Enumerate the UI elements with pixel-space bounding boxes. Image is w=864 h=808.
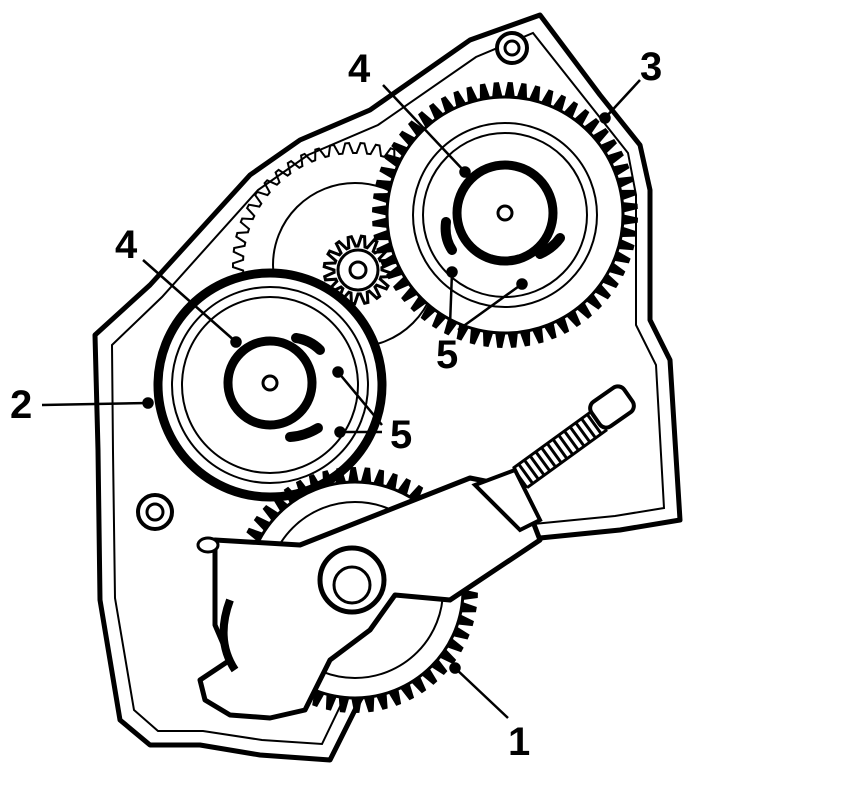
tension-spring xyxy=(511,384,636,489)
lever-arm xyxy=(196,467,543,721)
callout-4-left: 4 xyxy=(115,223,138,267)
mounting-boss-top xyxy=(495,31,529,65)
left-cam-gear xyxy=(153,268,387,502)
callout-3: 3 xyxy=(640,45,662,89)
callout-2: 2 xyxy=(10,383,32,427)
callout-5-left: 5 xyxy=(390,413,412,457)
callout-5-upper: 5 xyxy=(436,333,458,377)
housing-inner-edge xyxy=(110,31,666,746)
mounting-boss-left xyxy=(136,493,174,531)
callout-4-upper: 4 xyxy=(348,47,371,91)
leader-lines xyxy=(41,79,641,719)
small-pinion-gear xyxy=(322,234,394,306)
upper-right-gear xyxy=(371,81,639,349)
callout-labels: 2 3 4 4 5 5 1 xyxy=(10,45,662,764)
callout-1: 1 xyxy=(508,720,530,764)
housing-plate xyxy=(92,12,683,763)
